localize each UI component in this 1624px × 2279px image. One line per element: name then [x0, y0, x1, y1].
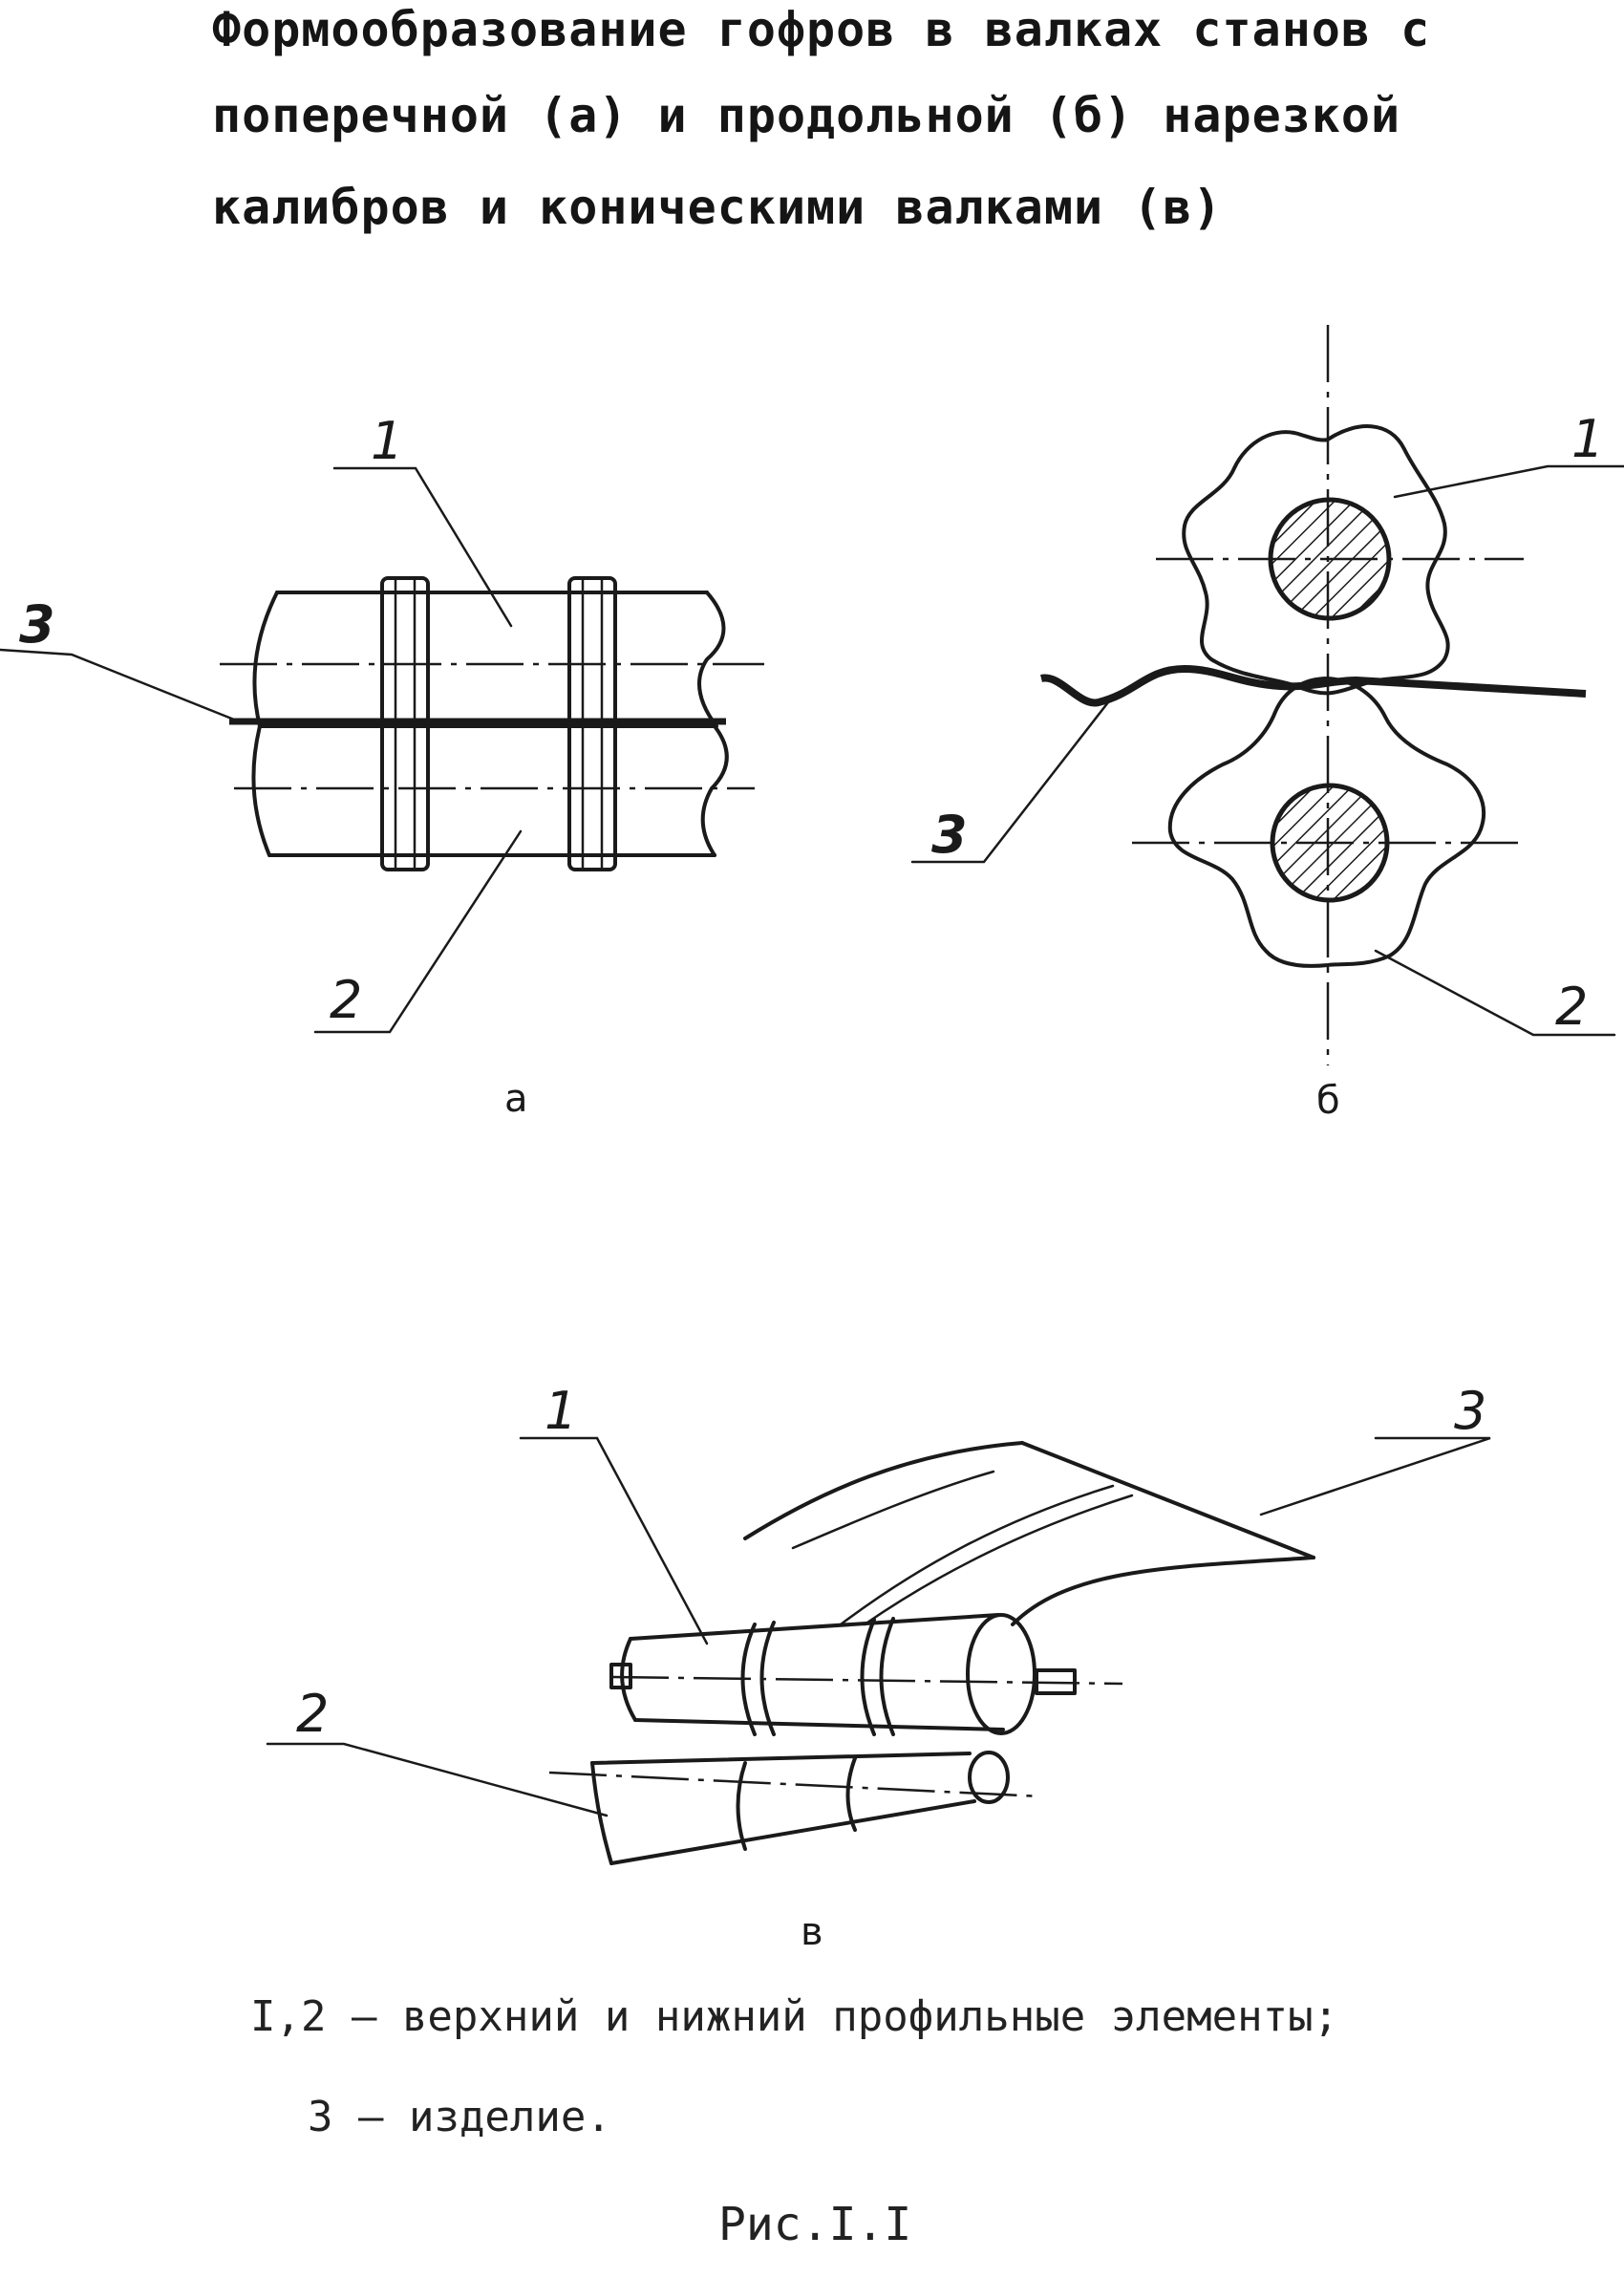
roll-1-left-end: [252, 591, 279, 728]
caption-line-1: Формообразование гофров в валках станов …: [212, 2, 1431, 57]
leader-2-b: [1374, 949, 1616, 1037]
callout-a-2: 2: [330, 970, 362, 1030]
product-corrugation-3: [791, 1470, 995, 1550]
figure-c-label: в: [801, 1910, 823, 1954]
lower-ring-2: [845, 1756, 857, 1832]
callout-b-3: 3: [931, 805, 968, 865]
leader-3-b: [910, 700, 1110, 864]
lower-cone-top: [590, 1752, 972, 1765]
axis-upper-cone: [610, 1675, 1123, 1686]
legend-line-1: I,2 – верхний и нижний профильные элемен…: [250, 1992, 1339, 2041]
leader-1-b: [1393, 464, 1624, 499]
figure-c-drawing: [266, 1436, 1491, 1865]
product-corrugation-1: [839, 1484, 1115, 1626]
figure-number: Рис.I.I: [718, 2198, 912, 2251]
leader-1-a: [332, 466, 513, 628]
figure-a-label: а: [504, 1077, 528, 1121]
axis-lower-cone: [548, 1771, 1042, 1798]
upper-ring-2b: [879, 1617, 895, 1736]
callout-c-3: 3: [1454, 1381, 1486, 1441]
product-corrugation-2: [863, 1494, 1134, 1626]
leader-1-c: [519, 1436, 709, 1645]
roll-2-right-break: [700, 724, 729, 857]
figure-b-label: б: [1316, 1079, 1340, 1123]
product-sheet-edge-1: [743, 1441, 1024, 1540]
caption-line-2: поперечной (а) и продольной (б) нарезкой: [212, 88, 1401, 143]
upper-cone-top: [629, 1613, 1000, 1641]
figure-b-drawing: [910, 325, 1624, 1065]
upper-cone-bottom: [633, 1718, 1005, 1731]
upper-cone-end: [966, 1613, 1036, 1735]
leader-2-a: [313, 829, 523, 1034]
callout-c-2: 2: [296, 1684, 329, 1744]
upper-ring-1b: [759, 1621, 776, 1736]
figure-a-drawing: [0, 466, 764, 1034]
leader-3-a: [0, 648, 241, 723]
lower-cone-end: [968, 1751, 1010, 1804]
leader-2-c: [266, 1742, 609, 1817]
callout-a-3: 3: [19, 594, 55, 655]
lower-lobed-roll: [1167, 677, 1486, 968]
caption-line-3: калибров и коническими валками (в): [212, 180, 1223, 235]
roll-1-right-break: [697, 591, 726, 728]
callout-b-1: 1: [1571, 409, 1604, 469]
upper-ring-2: [860, 1618, 876, 1736]
callout-a-1: 1: [371, 411, 403, 471]
lower-cone-bottom: [609, 1799, 976, 1865]
product-strip-b: [1040, 664, 1587, 707]
callout-b-2: 2: [1555, 977, 1588, 1037]
product-sheet-far-edge: [1020, 1441, 1315, 1559]
upper-cone-left-end: [620, 1637, 637, 1722]
product-sheet-lower-edge: [1011, 1556, 1315, 1626]
callout-c-1: 1: [545, 1381, 577, 1441]
upper-shaft-right: [1035, 1668, 1077, 1695]
legend-line-2: 3 – изделие.: [308, 2093, 611, 2141]
roll-2-left-end: [251, 724, 271, 857]
lower-ring-1: [736, 1761, 747, 1851]
leader-3-c: [1259, 1436, 1491, 1516]
upper-shaft-left: [609, 1663, 632, 1689]
